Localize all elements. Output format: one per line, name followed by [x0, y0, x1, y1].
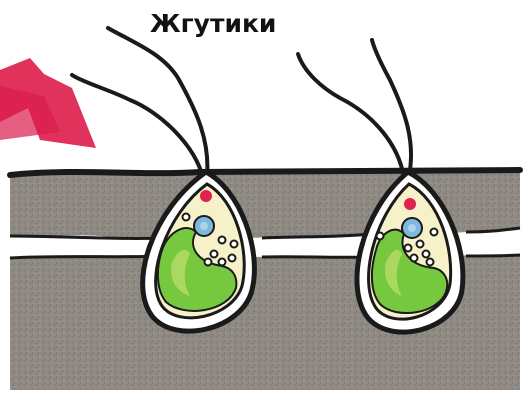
arrow-icon: [0, 58, 96, 148]
eyespot: [200, 190, 212, 202]
title-label: Жгутики: [150, 9, 276, 38]
flagellum: [372, 40, 411, 176]
eyespot: [404, 198, 416, 210]
